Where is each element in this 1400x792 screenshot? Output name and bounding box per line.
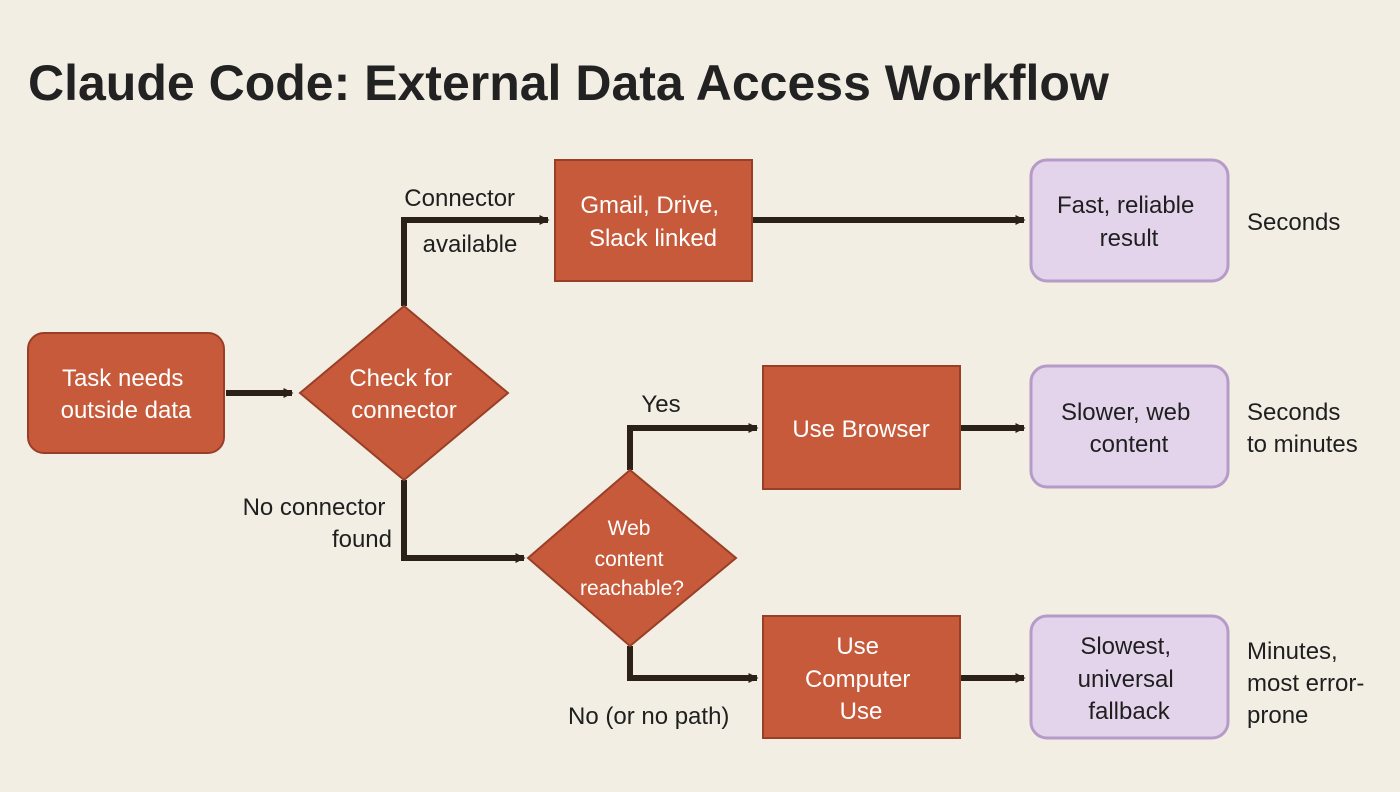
- node-result-slowest-line-2: universal: [1078, 666, 1174, 693]
- node-web-reachable-line-2: content: [595, 548, 664, 571]
- node-web-reachable-diamond: [526, 468, 738, 648]
- node-use-computer-line-2: Computer: [805, 666, 910, 693]
- label-no-connector: No connector found: [243, 494, 392, 553]
- svg-text:Use Browser: Use Browser: [792, 416, 929, 443]
- node-use-browser: Use Browser: [762, 365, 961, 490]
- label-connector-available-line-1: Connector: [404, 185, 515, 212]
- node-web-reachable: Web content reachable?: [526, 468, 738, 648]
- label-no-path: No (or no path): [568, 703, 729, 730]
- node-task-line-1: Task needs: [62, 365, 183, 392]
- node-connector-linked-box: [554, 159, 753, 282]
- svg-text:Task needs outside data: Task needs outside data: [61, 365, 192, 424]
- node-use-computer-box: [762, 615, 961, 739]
- node-use-computer-line-1: Use: [836, 633, 879, 660]
- label-yes-line-1: Yes: [641, 391, 680, 418]
- timing-slowest-line-3: prone: [1247, 702, 1308, 729]
- node-result-slowest-line-3: fallback: [1088, 698, 1170, 725]
- timing-slower-line-2: to minutes: [1247, 431, 1358, 458]
- node-result-slower-line-2: content: [1090, 431, 1169, 458]
- node-check-connector-diamond: [298, 304, 510, 482]
- node-result-fast-line-2: result: [1100, 225, 1159, 252]
- svg-text:Slowest, universal: Slowest, universal fallback: [1078, 633, 1181, 725]
- node-result-fast-box: [1029, 158, 1230, 283]
- svg-text:Use Computer Use: Use Computer Use: [805, 633, 917, 725]
- node-connector-linked-line-2: Slack linked: [589, 225, 717, 252]
- timing-slower-line-1: Seconds: [1247, 399, 1340, 426]
- node-task-box: [27, 332, 225, 454]
- node-result-slower-box: [1029, 364, 1230, 489]
- label-no-connector-line-1: No connector: [243, 494, 386, 521]
- edge-check-to-web: [401, 480, 526, 563]
- svg-text:Check for connector: Check for connector: [349, 365, 458, 424]
- svg-text:Slower, web content: Slower, web content: [1061, 399, 1197, 458]
- timing-slowest-line-1: Minutes,: [1247, 638, 1338, 665]
- edge-check-to-connector: [401, 215, 550, 306]
- node-result-slowest: Slowest, universal fallback: [1029, 614, 1230, 740]
- timing-slower: Seconds to minutes: [1247, 399, 1358, 458]
- timing-fast-line-1: Seconds: [1247, 209, 1340, 236]
- svg-text:Gmail, Drive, Slack link: Gmail, Drive, Slack linked: [580, 192, 725, 252]
- node-use-browser-box: [762, 365, 961, 490]
- edges: [226, 215, 1026, 683]
- node-task: Task needs outside data: [27, 332, 225, 454]
- node-web-reachable-line-1: Web: [608, 517, 651, 540]
- label-no-path-line-1: No (or no path): [568, 703, 729, 730]
- timing-slowest: Minutes, most error- prone: [1247, 638, 1371, 729]
- node-check-connector: Check for connector: [298, 304, 510, 482]
- node-result-slower-line-1: Slower, web: [1061, 399, 1190, 426]
- node-result-fast-line-1: Fast, reliable: [1057, 192, 1194, 219]
- node-use-browser-line-1: Use Browser: [792, 416, 929, 443]
- label-no-connector-line-2: found: [332, 526, 392, 553]
- node-web-reachable-line-3: reachable?: [580, 577, 684, 600]
- node-result-slower: Slower, web content: [1029, 364, 1230, 489]
- page-title: Claude Code: External Data Access Workfl…: [28, 55, 1109, 111]
- node-result-slowest-box: [1029, 614, 1230, 740]
- label-yes: Yes: [641, 391, 680, 418]
- node-use-computer-line-3: Use: [840, 698, 883, 725]
- node-task-line-2: outside data: [61, 397, 192, 424]
- edge-web-to-computer: [627, 646, 759, 683]
- svg-text:Fast, reliable result: Fast, reliable result: [1057, 192, 1201, 252]
- label-connector-available-line-2: available: [423, 231, 518, 258]
- svg-text:Web content reacha: Web content reachable?: [580, 517, 684, 600]
- node-connector-linked: Gmail, Drive, Slack linked: [554, 159, 753, 282]
- node-connector-linked-line-1: Gmail, Drive,: [580, 192, 719, 219]
- edge-web-to-browser: [627, 423, 759, 470]
- node-use-computer: Use Computer Use: [762, 615, 961, 739]
- node-check-connector-line-2: connector: [351, 397, 456, 424]
- node-check-connector-line-1: Check for: [349, 365, 452, 392]
- timing-fast: Seconds: [1247, 209, 1340, 236]
- timing-slowest-line-2: most error-: [1247, 670, 1364, 697]
- node-result-fast: Fast, reliable result: [1029, 158, 1230, 283]
- label-connector-available: Connector available: [404, 185, 521, 258]
- node-result-slowest-line-1: Slowest,: [1080, 633, 1171, 660]
